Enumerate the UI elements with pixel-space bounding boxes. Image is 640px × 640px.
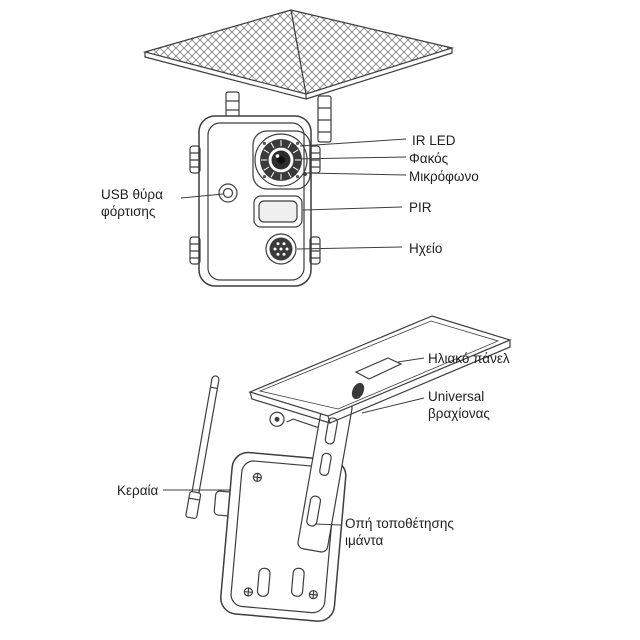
label-microphone: Μικρόφωνο [409, 169, 479, 184]
leader-strap-hole [314, 523, 342, 526]
leader-usb-port [180, 193, 224, 199]
leader-pir [302, 206, 403, 211]
label-lens: Φακός [409, 151, 449, 166]
label-solar-panel: Ηλιακό πάνελ [428, 351, 510, 366]
bottom-view-drawing [163, 315, 512, 622]
strap-slots [256, 567, 305, 597]
bracket-drawing [269, 398, 353, 553]
speaker-grille [265, 233, 297, 265]
leader-ir-led [299, 138, 407, 147]
panel-junction-box [354, 357, 403, 380]
label-strap-hole: Οπή τοποθέτησης ιμάντα [345, 516, 454, 548]
usb-port [218, 183, 238, 203]
leader-solar-panel [397, 357, 425, 363]
bracket-knob [351, 382, 365, 400]
bottom-leader-lines [163, 357, 425, 526]
top-solar-panel [142, 9, 455, 100]
microphone-hole [303, 172, 307, 176]
label-bracket: Universal βραχίονας [428, 389, 490, 421]
top-leader-lines [180, 138, 407, 250]
top-camera-body [189, 115, 321, 287]
leader-speaker [296, 246, 403, 250]
label-antenna: Κεραία [117, 483, 159, 498]
pir-window [253, 195, 303, 228]
bottom-solar-panel [248, 315, 512, 424]
leader-lens [294, 156, 407, 160]
label-ir-led: IR LED [412, 133, 456, 148]
antenna-drawing [185, 375, 220, 519]
label-pir: PIR [409, 200, 432, 215]
leader-bracket [361, 397, 425, 414]
label-speaker: Ηχείο [409, 241, 443, 256]
leader-microphone [306, 172, 407, 176]
top-view-drawing [142, 9, 455, 287]
label-usb-port: USB θύρα φόρτισης [101, 187, 163, 219]
lens-assembly [252, 130, 311, 190]
ir-led-dots [262, 141, 300, 179]
